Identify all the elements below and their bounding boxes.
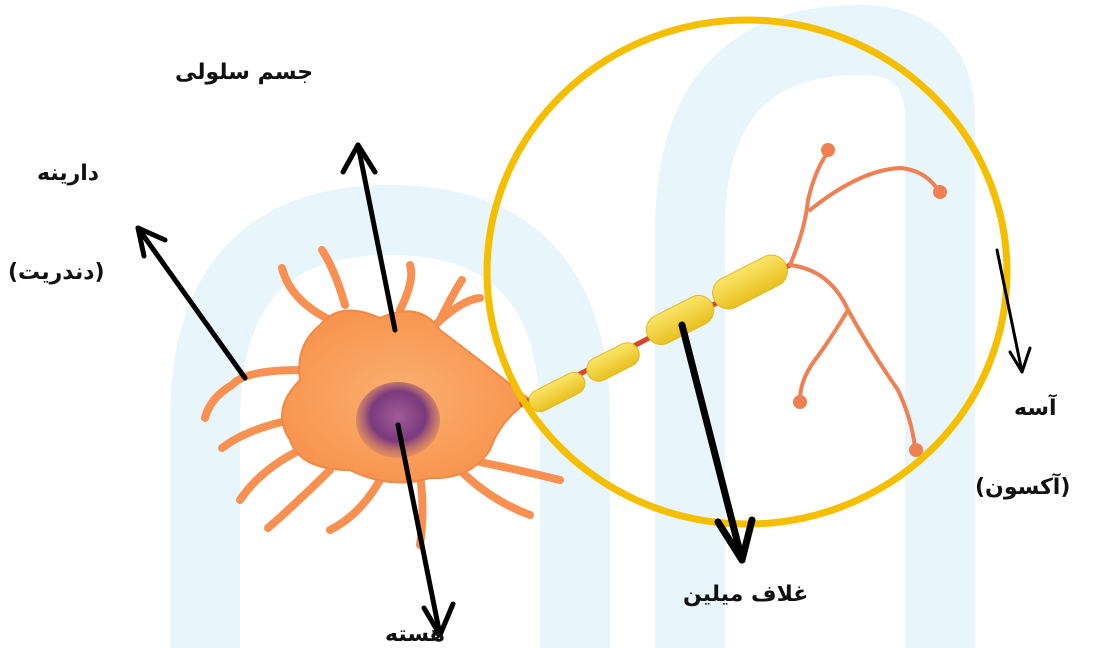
label-myelin-sheath: غلاف میلین (683, 584, 808, 606)
nucleus (356, 382, 440, 458)
label-cell-body: جسم سلولی (175, 62, 313, 84)
label-dendrite-alt: (دندریت) (8, 262, 105, 284)
label-axon-alt: (آکسون) (975, 477, 1070, 499)
label-axon: آسه (1014, 398, 1057, 420)
label-nucleus: هسته (385, 624, 445, 646)
label-dendrite: دارینه (37, 163, 99, 185)
